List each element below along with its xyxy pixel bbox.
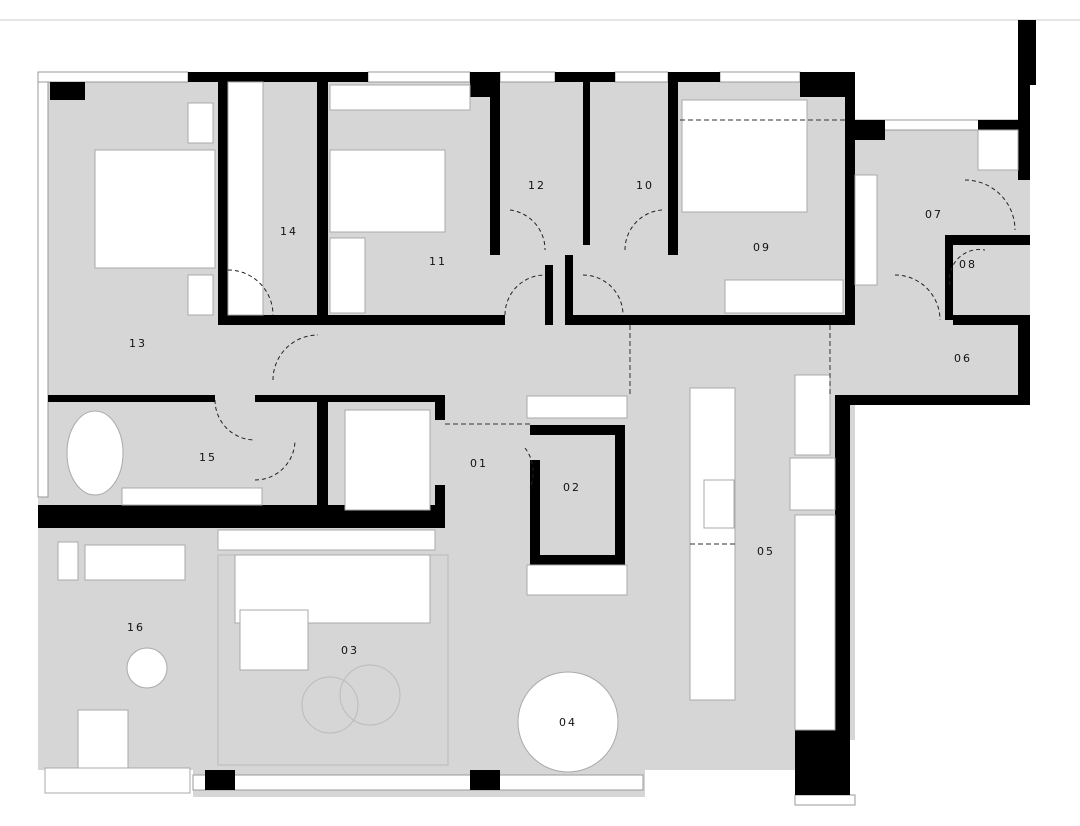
room-label-14: 14 (280, 225, 298, 238)
room-label-08: 08 (959, 258, 977, 271)
room-label-15: 15 (199, 451, 217, 464)
room-label-06: 06 (954, 352, 972, 365)
windows (37, 71, 1026, 806)
bed-11 (329, 149, 446, 233)
room-label-16: 16 (127, 621, 145, 634)
room-label-02: 02 (563, 481, 581, 494)
walls (38, 20, 1036, 795)
room-label-07: 07 (925, 208, 943, 221)
furniture (44, 81, 1019, 794)
wardrobe-14 (227, 81, 264, 316)
room-label-11: 11 (429, 255, 447, 268)
room-label-09: 09 (753, 241, 771, 254)
dining-table (517, 671, 619, 773)
room-label-01: 01 (470, 457, 488, 470)
room-label-13: 13 (129, 337, 147, 350)
room-label-05: 05 (757, 545, 775, 558)
kitchen-island (689, 387, 736, 701)
bathtub (66, 410, 124, 496)
bed-09 (681, 99, 808, 213)
room-label-10: 10 (636, 179, 654, 192)
cooktop (703, 479, 735, 529)
doors (214, 119, 1016, 545)
elevator (344, 409, 431, 511)
room-label-04: 04 (559, 716, 577, 729)
counter (794, 514, 836, 731)
bed-13 (94, 149, 216, 269)
room-labels: 01 02 03 04 05 06 07 08 09 10 11 12 13 1… (127, 179, 977, 729)
room-label-12: 12 (528, 179, 546, 192)
room-label-03: 03 (341, 644, 359, 657)
